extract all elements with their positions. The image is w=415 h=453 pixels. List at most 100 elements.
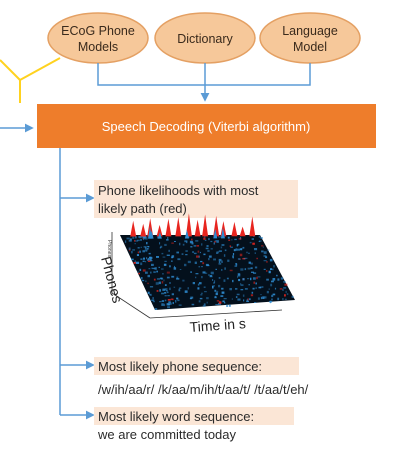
surface-cell — [126, 237, 130, 240]
likelihood-label-box: Phone likelihoods with most likely path … — [94, 180, 298, 218]
word-seq-value: we are committed today — [97, 427, 237, 442]
surface-cell — [174, 241, 176, 242]
surface-cell — [184, 263, 187, 267]
surface-cell — [246, 299, 248, 302]
surface-cell — [272, 293, 276, 296]
surface-cell — [138, 272, 140, 275]
surface-cell — [128, 247, 131, 250]
likely-path-peak — [185, 213, 192, 237]
surface-cell — [220, 246, 223, 249]
surface-cell — [129, 238, 132, 241]
surface-cell — [224, 267, 226, 270]
likely-path-peak — [156, 224, 163, 237]
surface-cell — [137, 239, 140, 242]
surface-cell — [251, 291, 254, 294]
surface-cell — [151, 267, 153, 269]
surface-cell — [251, 271, 254, 273]
surface-cell — [154, 308, 158, 310]
ecog-phone-models-node: ECoG Phone Models — [47, 12, 149, 64]
surface-cell — [149, 259, 152, 262]
surface-cell — [283, 281, 286, 283]
surface-cell — [198, 255, 200, 258]
plot-x-label: Time in s — [189, 315, 246, 335]
surface-cell — [198, 300, 201, 303]
surface-cell — [269, 258, 273, 262]
surface-cell — [163, 303, 166, 307]
surface-cell — [140, 239, 142, 241]
surface-cell — [232, 279, 234, 283]
surface-cell — [213, 282, 215, 284]
surface-cell — [239, 248, 243, 251]
surface-cell — [166, 276, 170, 279]
surface-cell — [250, 267, 253, 269]
surface-cell — [273, 265, 275, 268]
surface-cell — [144, 248, 148, 251]
surface-cell — [238, 279, 241, 282]
surface-cell — [236, 293, 240, 296]
surface-cell — [218, 261, 221, 263]
surface-cell — [227, 259, 230, 262]
surface-cell — [145, 271, 148, 274]
likelihood-line1: Phone likelihoods with most — [98, 183, 259, 198]
surface-cell — [164, 243, 167, 246]
surface-cell — [156, 278, 160, 280]
surface-cell — [279, 288, 283, 290]
surface-cell — [271, 294, 274, 298]
surface-cell — [159, 242, 161, 245]
surface-cell — [266, 278, 269, 281]
surface-cell — [229, 269, 233, 272]
surface-cell — [240, 284, 244, 286]
surface-cell — [171, 242, 174, 244]
surface-cell — [268, 288, 270, 290]
surface-cell — [191, 238, 193, 241]
likely-path-peak — [202, 214, 209, 237]
surface-cell — [159, 289, 161, 292]
surface-peak — [220, 227, 225, 239]
phone-seq-label: Most likely phone sequence: — [98, 359, 262, 374]
surface-cell — [235, 263, 238, 265]
surface-cell — [156, 290, 159, 292]
surface-cell — [197, 283, 200, 286]
surface-cell — [198, 266, 201, 268]
surface-cell — [280, 277, 284, 280]
surface-cell — [190, 271, 192, 273]
surface-cell — [216, 290, 219, 293]
surface-cell — [218, 284, 221, 288]
surface-cell — [184, 290, 188, 293]
surface-cell — [145, 247, 147, 249]
surface-cell — [242, 294, 245, 297]
surface-cell — [146, 245, 149, 247]
surface-cell — [139, 268, 142, 271]
surface-cell — [247, 278, 250, 280]
surface-cell — [171, 293, 174, 296]
surface-cell — [195, 273, 199, 275]
surface-cell — [201, 243, 203, 246]
surface-cell — [200, 260, 203, 263]
surface-cell — [207, 264, 209, 266]
surface-cell — [196, 255, 200, 258]
surface-cell — [131, 250, 133, 254]
surface-cell — [190, 296, 194, 299]
surface-cell — [202, 262, 205, 265]
surface-cell — [164, 284, 167, 286]
surface-cell — [248, 261, 251, 264]
surface-cell — [135, 236, 137, 239]
surface-cell — [248, 252, 250, 254]
surface-cell — [145, 249, 148, 252]
input-connectors — [97, 63, 311, 102]
surface-cell — [143, 246, 147, 248]
surface-cell — [159, 277, 163, 280]
surface-cell — [151, 263, 154, 266]
surface-cell — [185, 254, 188, 256]
surface-cell — [235, 288, 238, 290]
surface-cell — [128, 248, 131, 252]
surface-cell — [249, 241, 252, 244]
surface-cell — [159, 301, 162, 303]
plot-x-axis — [149, 309, 283, 319]
surface-cell — [151, 299, 155, 301]
surface-cell — [164, 299, 167, 302]
surface-cell — [192, 282, 195, 285]
surface-cell — [214, 289, 217, 292]
surface-cell — [160, 245, 163, 248]
